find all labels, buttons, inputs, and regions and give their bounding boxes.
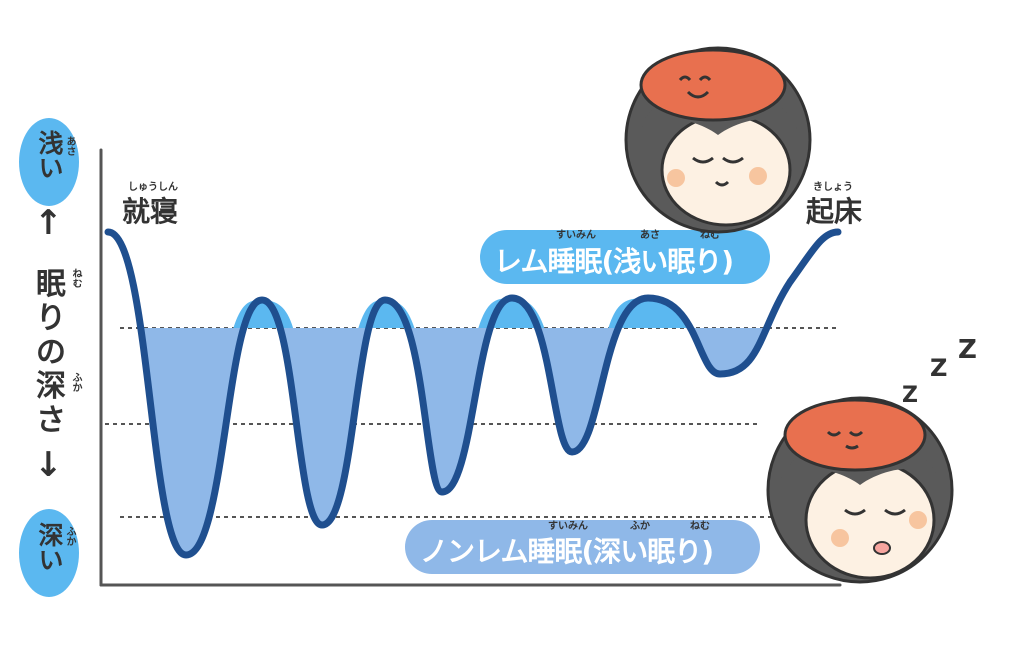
axis-char-1: 眠 [36, 267, 66, 302]
rem-ruby-suimin: すいみん [556, 230, 596, 241]
rem-sleep-text: レム睡眠(浅い眠り) [494, 240, 734, 280]
rem-text-b: 睡眠( [547, 245, 614, 278]
nonrem-sleep-label [405, 520, 760, 574]
sleep-onset-label: 就寝 [122, 195, 179, 228]
nonrem-fill-area [108, 328, 838, 555]
rem-text-c: 浅い [613, 245, 668, 278]
axis-char-4: 深 [36, 369, 66, 404]
down-arrow-icon: ↓ [34, 445, 63, 485]
shallow-badge-ruby: あさ [64, 136, 75, 156]
up-arrow-icon: ↑ [34, 203, 63, 243]
shallow-badge [19, 118, 79, 206]
rem-ruby-asa: あさ [640, 230, 660, 241]
deep-badge [19, 509, 79, 597]
nonrem-ruby-nemu: ねむ [690, 521, 710, 532]
sleep-onset-ruby: しゅうしん [128, 182, 178, 193]
rem-ruby-nemu: ねむ [700, 230, 720, 241]
nonrem-ruby-suimin: すいみん [548, 521, 588, 532]
wake-up-ruby: きしょう [813, 182, 853, 193]
rem-sleep-label [480, 230, 770, 284]
nonrem-text-c: 深い [593, 535, 648, 568]
rem-text-d: 眠り) [667, 245, 734, 278]
axis-char-3: の [36, 335, 66, 370]
nonrem-text-a: ノンレム [420, 535, 528, 568]
rem-text-a: レム [494, 245, 548, 278]
sleep-depth-curve [104, 228, 842, 559]
deep-badge-kanji: 深い [35, 522, 64, 572]
deep-badge-ruby: ふか [64, 526, 75, 546]
axis-ruby-nemu: ねむ [70, 268, 81, 288]
nonrem-sleep-text: ノンレム睡眠(深い眠り) [420, 530, 714, 570]
nonrem-text-d: 眠り) [647, 535, 714, 568]
shallow-badge-label: 浅い [34, 130, 64, 180]
shallow-badge-kanji: 浅い [35, 130, 64, 180]
deep-badge-label: 深い [34, 522, 64, 572]
axis-ruby-fuka: ふか [70, 372, 81, 392]
wake-up-label: 起床 [806, 195, 863, 228]
axis-char-2: り [36, 301, 66, 336]
nonrem-text-b: 睡眠( [527, 535, 594, 568]
depth-axis-label: 眠 り の 深 さ [34, 268, 68, 438]
nonrem-ruby-fuka: ふか [630, 521, 650, 532]
axis-char-5: さ [36, 403, 66, 438]
